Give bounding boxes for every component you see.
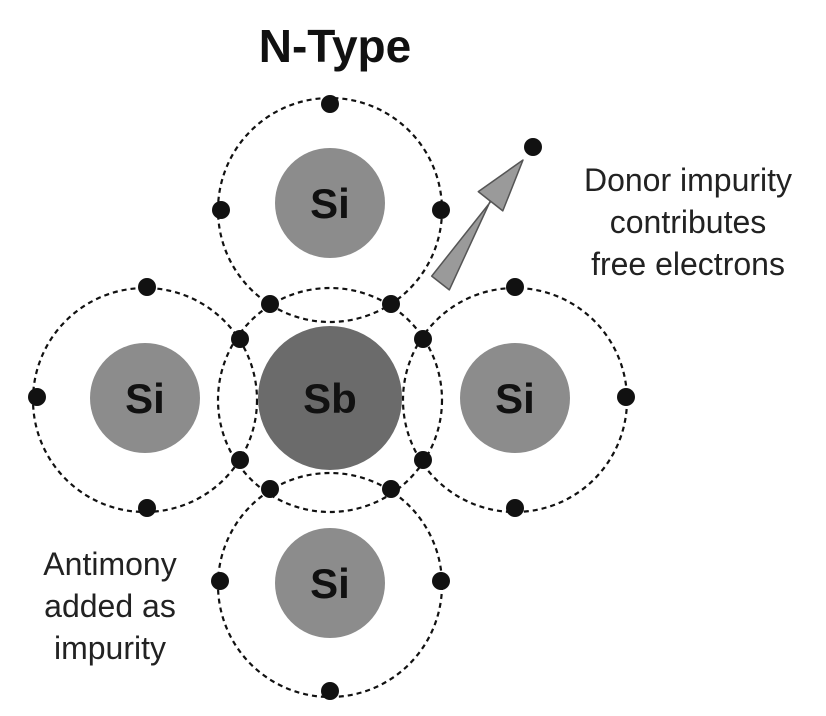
atom-label-top: Si xyxy=(310,180,350,227)
electron xyxy=(138,499,156,517)
atom-label-left: Si xyxy=(125,375,165,422)
donor-note-line-2: contributes xyxy=(610,204,767,240)
electron xyxy=(261,480,279,498)
electron xyxy=(432,572,450,590)
electron xyxy=(506,499,524,517)
electron xyxy=(231,330,249,348)
nucleus-si-bottom xyxy=(275,528,385,638)
shell-center xyxy=(216,286,444,514)
antimony-note-line-1: Antimony xyxy=(43,546,176,582)
electron xyxy=(28,388,46,406)
electron xyxy=(432,201,450,219)
free-electron xyxy=(524,138,542,156)
atom-label-center: Sb xyxy=(303,375,357,422)
electron xyxy=(414,330,432,348)
donor-note-line-3: free electrons xyxy=(591,246,785,282)
electrons xyxy=(28,95,635,700)
electron xyxy=(414,451,432,469)
electron xyxy=(382,480,400,498)
free-electron-arrow xyxy=(430,159,524,291)
electron xyxy=(212,201,230,219)
donor-note-line-1: Donor impurity xyxy=(584,162,792,198)
nucleus-sb-center xyxy=(258,326,402,470)
atom-label-right: Si xyxy=(495,375,535,422)
electron xyxy=(211,572,229,590)
diagram-title: N-Type xyxy=(259,20,412,72)
electron xyxy=(617,388,635,406)
electron xyxy=(506,278,524,296)
electron xyxy=(231,451,249,469)
electron xyxy=(321,682,339,700)
nucleus-si-right xyxy=(460,343,570,453)
electron xyxy=(138,278,156,296)
electron xyxy=(321,95,339,113)
electron xyxy=(261,295,279,313)
atom-label-bottom: Si xyxy=(310,560,350,607)
antimony-note-line-2: added as xyxy=(44,588,176,624)
nucleus-si-top xyxy=(275,148,385,258)
antimony-note-line-3: impurity xyxy=(54,630,166,666)
nucleus-si-left xyxy=(90,343,200,453)
electron xyxy=(382,295,400,313)
